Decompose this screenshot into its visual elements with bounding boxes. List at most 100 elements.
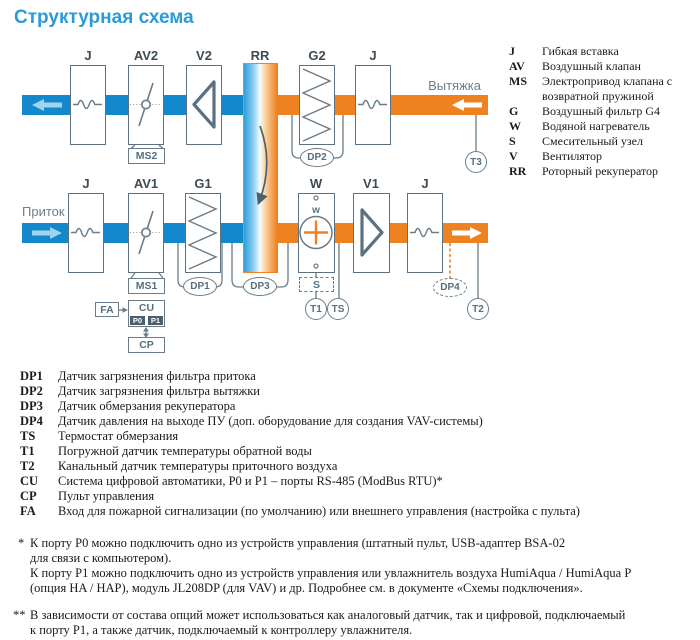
definition-term: DP4 (20, 414, 43, 428)
t2-sensor: T2 (467, 298, 489, 320)
block-flexible-insert-bottom-left (68, 193, 104, 273)
flexible-insert-icon (410, 227, 439, 238)
dp3-sensor: DP3 (243, 277, 277, 296)
air-damper-icon (130, 210, 161, 255)
s-mixing-unit-box: S (299, 277, 334, 292)
fa-input-box: FA (95, 302, 119, 317)
air-damper-icon (130, 82, 161, 127)
definition-desc: Термостат обмерзания (58, 429, 179, 443)
ms2-actuator-box: MS2 (128, 148, 165, 164)
legend-row: G Воздушный фильтр G4 (509, 104, 699, 119)
definition-desc: Датчик обмерзания рекуператора (58, 399, 236, 413)
legend-term: J (509, 44, 515, 58)
page-title: Структурная схема (14, 7, 194, 28)
definition-desc: Датчик загрязнения фильтра вытяжки (58, 384, 260, 398)
legend-desc: Роторный рекуператор (542, 164, 659, 178)
dp4-sensor: DP4 (433, 278, 467, 297)
fan-icon (360, 208, 384, 257)
water-heater-icon: w (299, 195, 333, 269)
definition-desc: Пульт управления (58, 489, 155, 503)
label-g1: G1 (194, 176, 212, 191)
cu-label: CU (138, 302, 155, 314)
definition-term: FA (20, 504, 36, 518)
footnote-line: (опция HA / HAP), модуль JL208DP (для VA… (30, 581, 583, 595)
footnote-line: К порту P1 можно подключить одно из устр… (30, 566, 632, 580)
definition-term: T2 (20, 459, 35, 473)
legend-desc: Вентилятор (542, 149, 603, 163)
cp-control-panel-box: CP (128, 337, 165, 353)
flexible-insert-icon (73, 99, 102, 110)
definition-term: DP3 (20, 399, 43, 413)
ts-sensor: TS (327, 298, 349, 320)
footnote-double-asterisk: ** В зависимости от состава опций может … (13, 608, 690, 638)
definition-desc: Канальный датчик температуры приточного … (58, 459, 338, 473)
legend-term: G (509, 104, 519, 118)
definition-term: TS (20, 429, 36, 443)
structural-diagram: w J AV2 V2 RR G2 J J AV1 G1 W (22, 48, 489, 353)
exhaust-inlet-arrow (452, 99, 482, 111)
t3-sensor: T3 (465, 151, 487, 173)
definition-term: DP1 (20, 369, 43, 383)
filter-icon (187, 196, 218, 270)
definition-row: DP2 Датчик загрязнения фильтра вытяжки (20, 384, 670, 399)
flexible-insert-icon (71, 227, 100, 238)
footnote-line: К порту P0 можно подключить одно из устр… (30, 536, 566, 550)
block-filter-g1 (185, 193, 221, 273)
legend-term: W (509, 119, 521, 133)
legend-term: RR (509, 164, 527, 178)
footnote-marker: * (18, 536, 25, 550)
definition-term: CU (20, 474, 39, 488)
definition-row: TS Термостат обмерзания (20, 429, 670, 444)
definition-desc: Погружной датчик температуры обратной во… (58, 444, 312, 458)
block-flexible-insert-top-right (355, 65, 391, 145)
block-flexible-insert-top-left (70, 65, 106, 145)
legend-row: RR Роторный рекуператор (509, 164, 699, 179)
fan-icon (192, 80, 216, 129)
label-j-bottom-right: J (421, 176, 429, 191)
label-av1: AV1 (133, 176, 159, 191)
label-j-top-right: J (369, 48, 377, 63)
legend-desc: Водяной нагреватель (542, 119, 650, 133)
port-p1-chip: P1 (148, 316, 163, 325)
footnote-single-asterisk: * К порту P0 можно подключить одно из ус… (18, 536, 690, 596)
port-p0-chip: P0 (130, 316, 145, 325)
legend-desc: Гибкая вставка (542, 44, 619, 58)
definition-desc: Датчик давления на выходе ПУ (доп. обору… (58, 414, 483, 428)
exhaust-flow-label: Вытяжка (428, 78, 481, 93)
rotary-recuperator-column (243, 63, 278, 273)
av2-ms2-link (130, 144, 136, 149)
label-j-top-left: J (84, 48, 92, 63)
legend-term: MS (509, 74, 527, 88)
filter-icon (301, 68, 332, 142)
label-v1: V1 (363, 176, 379, 191)
w-inner-label: w (311, 205, 320, 216)
exhaust-flow-arrow-left (32, 99, 62, 111)
definition-row: T2 Канальный датчик температуры приточног… (20, 459, 670, 474)
legend-term: AV (509, 59, 525, 73)
legend-term: S (509, 134, 516, 148)
block-filter-g2 (299, 65, 335, 145)
av1-ms1-link (130, 272, 136, 279)
t1-sensor: T1 (305, 298, 327, 320)
label-av2: AV2 (133, 48, 159, 63)
av2-ms2-link (158, 144, 164, 149)
definition-term: DP2 (20, 384, 43, 398)
cu-cp-arrow-down (143, 333, 149, 338)
definition-row: DP3 Датчик обмерзания рекуператора (20, 399, 670, 414)
dp1-sensor: DP1 (183, 277, 217, 296)
footnote-line: для связи с компьютером). (30, 551, 172, 565)
legend-row: S Смесительный узел (509, 134, 699, 149)
legend-desc: Смесительный узел (542, 134, 643, 148)
flexible-insert-icon (358, 99, 387, 110)
cu-cp-arrow-up (143, 327, 149, 332)
ms1-actuator-box: MS1 (128, 278, 165, 294)
legend-desc: Воздушный фильтр G4 (542, 104, 661, 118)
